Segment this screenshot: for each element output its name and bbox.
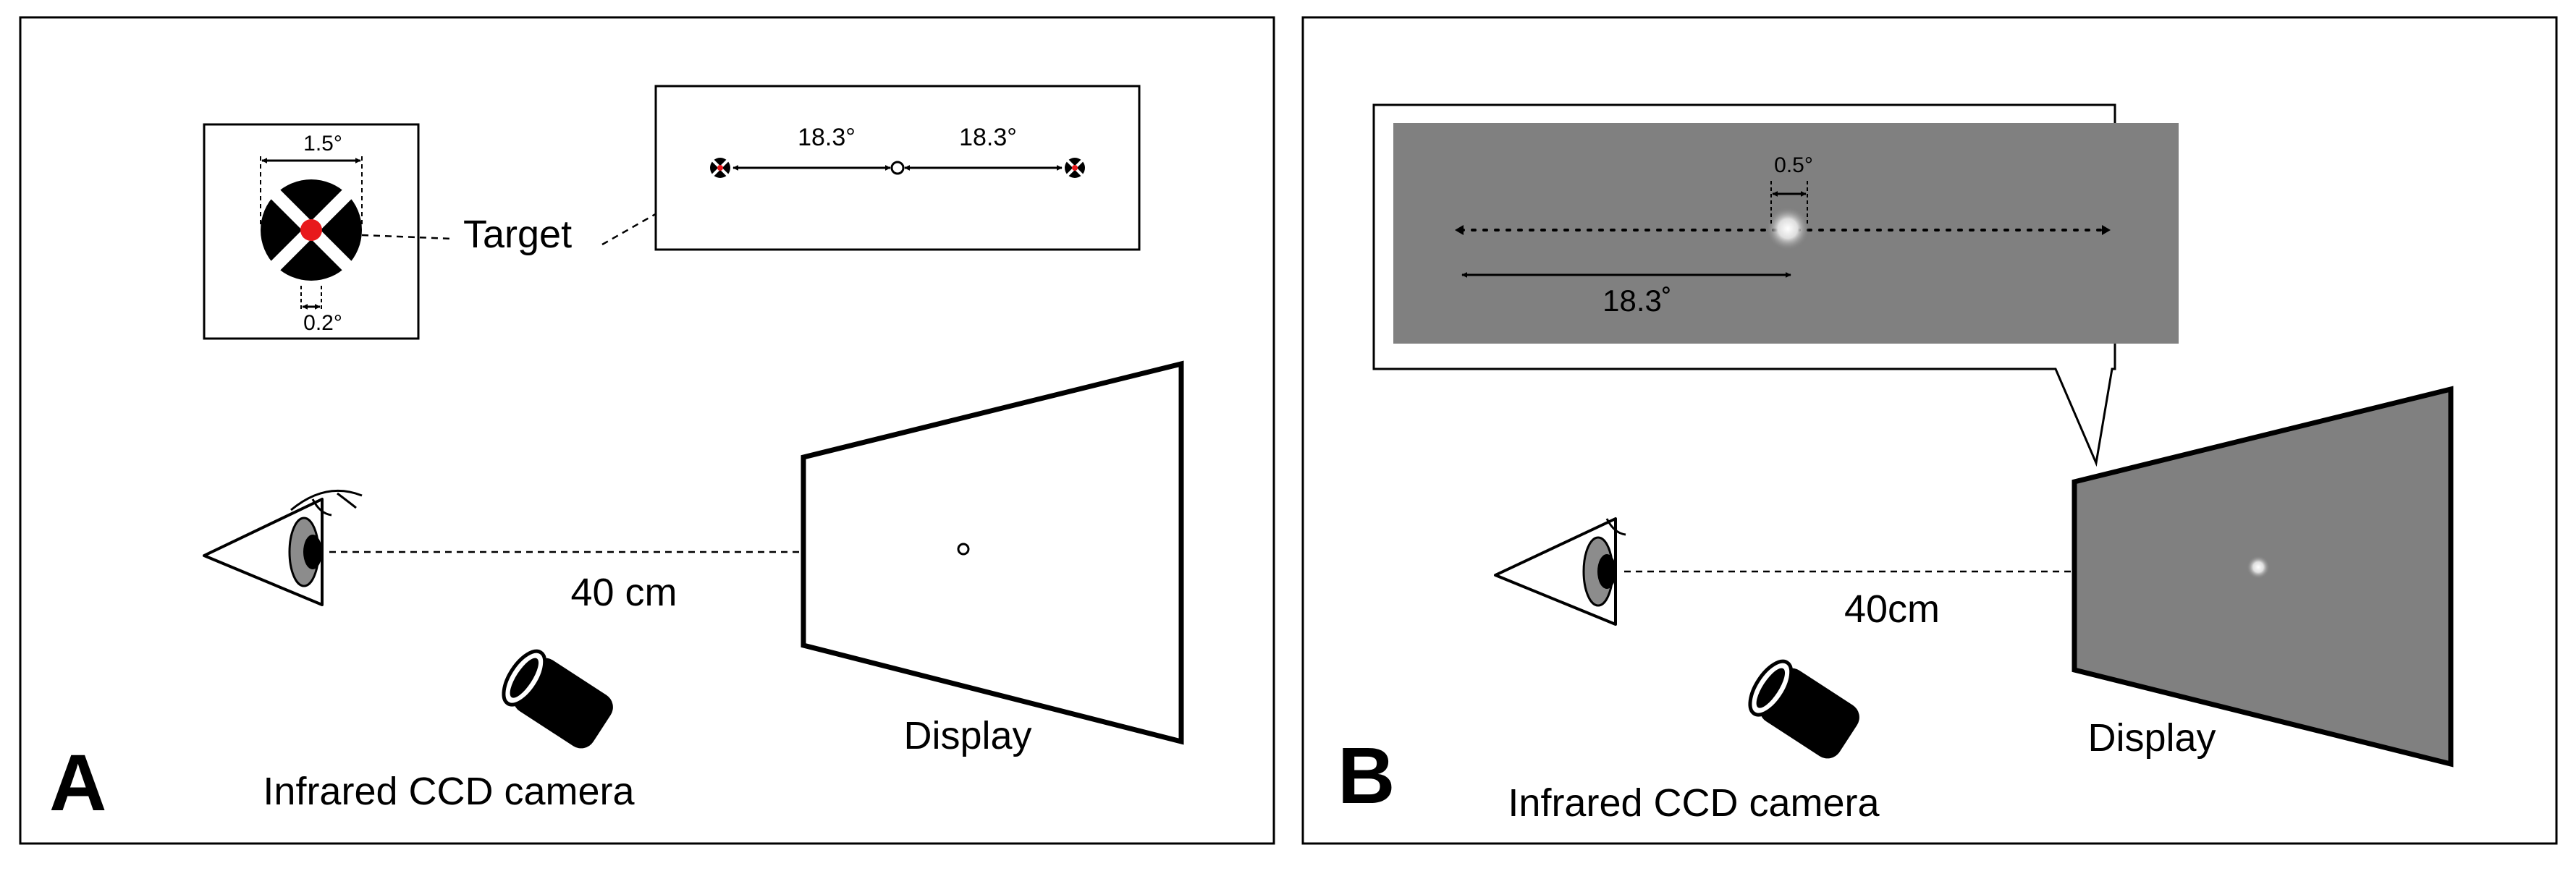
- display-screen: [801, 360, 1184, 745]
- stimulus-on-display: [2247, 556, 2270, 579]
- camera-icon-b: [1748, 659, 1859, 759]
- left-target: [709, 156, 732, 179]
- target-symbol-large: [261, 179, 362, 281]
- center-dot-size-label: 0.2°: [303, 311, 342, 335]
- target-layout-inset: 18.3° 18.3°: [654, 85, 1141, 251]
- eye-icon: [203, 489, 363, 606]
- camera-label-b: Infrared CCD camera: [1508, 781, 1880, 825]
- camera-icon: [502, 649, 613, 749]
- stimulus-size-label: 0.5°: [1774, 153, 1813, 177]
- target-detail-inset: 1.5° 0.2°: [203, 123, 420, 340]
- eye-icon-b: [1494, 517, 1626, 626]
- panel-b: 0.5° 18.3˚ 40cm Display Infrared CCD cam…: [1301, 16, 2558, 845]
- display-label: Display: [903, 714, 1031, 757]
- panel-a-letter: A: [49, 739, 106, 828]
- left-eccentricity-label: 18.3°: [798, 124, 856, 151]
- right-eccentricity-label: 18.3°: [959, 124, 1017, 151]
- right-target: [1063, 156, 1086, 179]
- target-center-dot: [300, 219, 322, 241]
- target-label: Target: [463, 213, 572, 256]
- panel-a: 1.5° 0.2° Target 18.3° 18.3°: [19, 16, 1275, 845]
- panel-b-letter: B: [1338, 731, 1395, 820]
- eccentricity-label: 18.3˚: [1602, 284, 1672, 318]
- panel-b-frame: [1301, 16, 2558, 845]
- camera-label: Infrared CCD camera: [263, 770, 635, 813]
- fixation-point: [890, 161, 905, 175]
- display-label-b: Display: [2087, 716, 2216, 760]
- fixation-point-on-display: [957, 543, 970, 556]
- distance-label-b: 40cm: [1844, 587, 1940, 631]
- stimulus-blob: [1766, 207, 1809, 250]
- target-size-label: 1.5°: [303, 132, 342, 156]
- panel-a-frame: [19, 16, 1275, 845]
- distance-label: 40 cm: [570, 571, 677, 614]
